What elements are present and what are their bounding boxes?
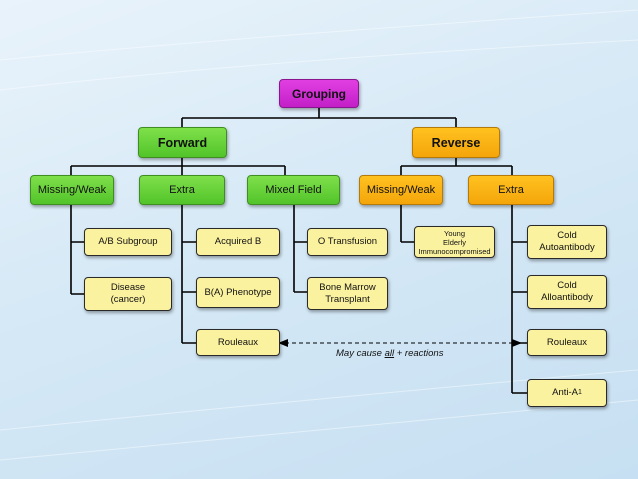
mixed-field-node: Mixed Field <box>247 175 340 205</box>
cold-allo-line2: Alloantibody <box>541 292 593 303</box>
rouleaux-forward-leaf: Rouleaux <box>196 329 280 356</box>
immunocompromised-label: Immunocompromised <box>418 246 491 256</box>
disease-cancer-leaf: Disease (cancer) <box>84 277 172 311</box>
cold-allo-line1: Cold <box>557 280 577 291</box>
cold-auto-line1: Cold <box>557 230 577 241</box>
reverse-node: Reverse <box>412 127 500 158</box>
cold-autoantibody-leaf: Cold Autoantibody <box>527 225 607 259</box>
young-label: Young <box>444 228 465 238</box>
reverse-extra-node: Extra <box>468 175 554 205</box>
note-after: + reactions <box>394 348 444 359</box>
ba-phenotype-leaf: B(A) Phenotype <box>196 277 280 308</box>
forward-extra-node: Extra <box>139 175 225 205</box>
bm-line2: Transplant <box>325 293 370 305</box>
ab-subgroup-leaf: A/B Subgroup <box>84 228 172 256</box>
cold-alloantibody-leaf: Cold Alloantibody <box>527 275 607 309</box>
note-emphasis: all <box>384 348 395 359</box>
bone-marrow-transplant-leaf: Bone Marrow Transplant <box>307 277 388 310</box>
bm-line1: Bone Marrow <box>319 281 376 293</box>
young-elderly-immuno-leaf: Young Elderly Immunocompromised <box>414 226 495 258</box>
rouleaux-reverse-leaf: Rouleaux <box>527 329 607 356</box>
rouleaux-note: May cause all + reactions <box>336 348 443 359</box>
forward-node: Forward <box>138 127 227 158</box>
disease-line1: Disease <box>110 282 146 293</box>
forward-missing-weak-node: Missing/Weak <box>30 175 114 205</box>
reverse-missing-weak-node: Missing/Weak <box>359 175 443 205</box>
o-transfusion-leaf: O Transfusion <box>307 228 388 256</box>
grouping-node: Grouping <box>279 79 359 108</box>
anti-a1-subscript: 1 <box>577 389 582 396</box>
elderly-label: Elderly <box>443 237 466 247</box>
cold-auto-line2: Autoantibody <box>539 242 595 253</box>
acquired-b-leaf: Acquired B <box>196 228 280 256</box>
anti-a1-base: Anti-A <box>552 387 578 398</box>
note-before: May cause <box>336 348 385 359</box>
disease-line2: (cancer) <box>110 294 146 305</box>
